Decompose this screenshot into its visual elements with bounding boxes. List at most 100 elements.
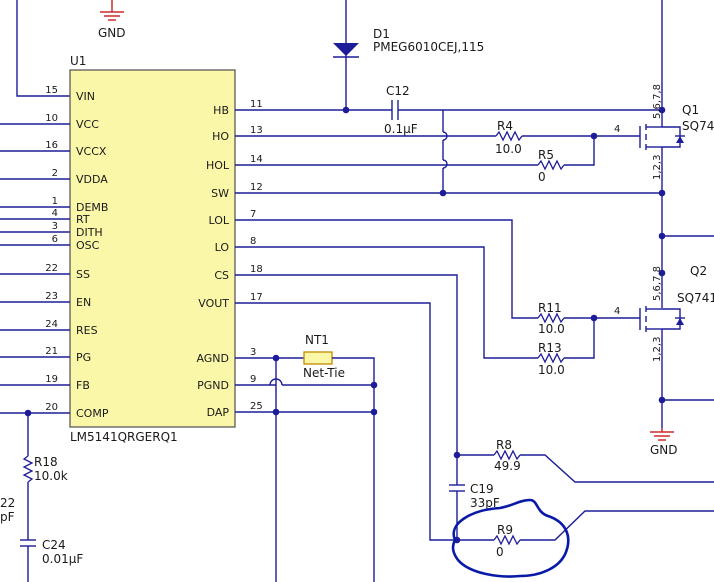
q1-drain-pins: 5,6,7,8: [652, 84, 663, 119]
ic-right-pin-number: 7: [250, 209, 256, 220]
c19-ref: C19: [470, 482, 494, 496]
r5-ref: R5: [538, 148, 554, 162]
ic-left-pin-name: EN: [76, 296, 91, 309]
r9-value: 0: [496, 545, 504, 559]
c19-value: 33pF: [470, 496, 500, 510]
ic-left-pin-number: 23: [45, 291, 58, 302]
ic-right-pin-number: 12: [250, 182, 263, 193]
ic-right-pin-name: SW: [211, 187, 229, 200]
r8-ref: R8: [496, 438, 512, 452]
q1-value: SQ74: [682, 119, 714, 133]
ic-left-pin-number: 4: [52, 208, 58, 219]
ic-right-pin-name: CS: [214, 269, 229, 282]
ground-symbol-bottom: GND: [650, 428, 678, 457]
ic-right-pin-name: HO: [212, 130, 229, 143]
r4-ref: R4: [497, 119, 513, 133]
ic-left-pin-number: 15: [45, 85, 58, 96]
ic-left-pin-name: RT: [76, 213, 90, 226]
vin-wire: [16, 0, 70, 97]
ic-left-pin-number: 6: [52, 234, 58, 245]
r11-ref: R11: [538, 301, 562, 315]
ic-right-pin-number: 25: [250, 401, 263, 412]
r8-value: 49.9: [494, 459, 521, 473]
q1-ref: Q1: [682, 103, 699, 117]
r18-value: 10.0k: [34, 469, 68, 483]
r13-ref: R13: [538, 341, 562, 355]
q2-ref: Q2: [690, 264, 707, 278]
nt1-value: Net-Tie: [303, 366, 345, 380]
net-tie-nt1: [303, 351, 333, 365]
partial-left-ref: 22: [0, 496, 15, 510]
diode-d1: D1 PMEG6010CEJ,115: [333, 0, 484, 110]
partial-left-value: pF: [0, 510, 15, 524]
ic-left-pin-number: 10: [45, 113, 58, 124]
r4-value: 10.0: [495, 142, 522, 156]
ic-right-pin-name: HOL: [206, 159, 230, 172]
ic-left-pin-number: 19: [45, 374, 58, 385]
ic-right-pin-number: 9: [250, 374, 256, 385]
ic-left-pin-number: 1: [52, 196, 58, 207]
gnd-label-bottom: GND: [650, 443, 678, 457]
d1-value: PMEG6010CEJ,115: [373, 40, 484, 54]
ic-right-pin-name: LO: [215, 241, 230, 254]
ic-left-pin-number: 16: [45, 140, 58, 151]
ic-right-pin-number: 8: [250, 236, 256, 247]
ground-symbol-top: GND: [98, 0, 126, 40]
ic-right-pin-labels: 11 HB 13 HO 14 HOL 12 SW 7 LOL 8 LO 18 CS 17 VOUT 3 AGND 9…: [196, 99, 262, 419]
ic-left-pin-number: 24: [45, 319, 58, 330]
c24-ref: C24: [42, 538, 66, 552]
ic-left-pin-number: 21: [45, 346, 58, 357]
ic-right-pin-name: PGND: [197, 379, 229, 392]
ic-right-pin-name: HB: [213, 104, 229, 117]
q2-value: SQ741: [677, 291, 714, 305]
gnd-label-top: GND: [98, 26, 126, 40]
ic-left-pin-name: FB: [76, 379, 90, 392]
ic-left-pin-name: PG: [76, 351, 91, 364]
c12-ref: C12: [386, 84, 410, 98]
d1-ref: D1: [373, 27, 390, 41]
ic-left-pin-number: 3: [52, 221, 58, 232]
ic-left-pin-name: DITH: [76, 226, 103, 239]
r9-ref: R9: [497, 523, 513, 537]
ic-left-pin-name: RES: [76, 324, 98, 337]
r11-value: 10.0: [538, 322, 565, 336]
ic-left-pin-name: COMP: [76, 407, 109, 420]
ic-part-number: LM5141QRGERQ1: [70, 430, 178, 444]
ic-right-pin-number: 17: [250, 292, 263, 303]
c24-value: 0.01µF: [42, 552, 83, 566]
ic-right-pin-number: 3: [250, 347, 256, 358]
ic-left-pin-name: SS: [76, 268, 90, 281]
r18-ref: R18: [34, 455, 58, 469]
c12-value: 0.1µF: [384, 122, 418, 136]
q2-drain-pins: 5,6,7,8: [652, 266, 663, 301]
ic-ref: U1: [70, 54, 86, 68]
capacitor-c19: C19 33pF: [449, 455, 500, 544]
ic-right-pin-number: 14: [250, 154, 263, 165]
ic-right-pin-name: LOL: [208, 214, 229, 227]
ic-left-pin-name: DEMB: [76, 201, 108, 214]
ic-right-pin-name: VOUT: [198, 297, 229, 310]
nt1-ref: NT1: [305, 333, 329, 347]
q1-source-pins: 1,2,3: [652, 155, 663, 180]
ic-right-pin-number: 13: [250, 125, 263, 136]
ic-right-pin-number: 11: [250, 99, 263, 110]
ic-left-pin-name: VCC: [76, 118, 99, 131]
handdrawn-circle-annotation: [451, 498, 570, 578]
q2-gate-pin: 4: [614, 306, 620, 317]
ic-right-pin-name: AGND: [196, 352, 229, 365]
mosfet-q1: 4 5,6,7,8 1,2,3 Q1 SQ74: [614, 0, 714, 193]
ic-right-pin-name: DAP: [207, 406, 230, 419]
ic-left-pin-number: 2: [52, 168, 58, 179]
ic-left-pin-number: 20: [45, 402, 58, 413]
ic-left-pin-name: OSC: [76, 239, 100, 252]
ic-body: [69, 69, 236, 428]
ic-left-pin-number: 22: [45, 263, 58, 274]
q2-source-pins: 1,2,3: [652, 337, 663, 362]
mosfet-q2: 4 5,6,7,8 1,2,3 Q2 SQ741: [614, 236, 714, 428]
ic-left-pin-name: VCCX: [76, 145, 107, 158]
ic-left-pin-name: VDDA: [76, 173, 108, 186]
ic-right-pin-number: 18: [250, 264, 263, 275]
r13-value: 10.0: [538, 363, 565, 377]
